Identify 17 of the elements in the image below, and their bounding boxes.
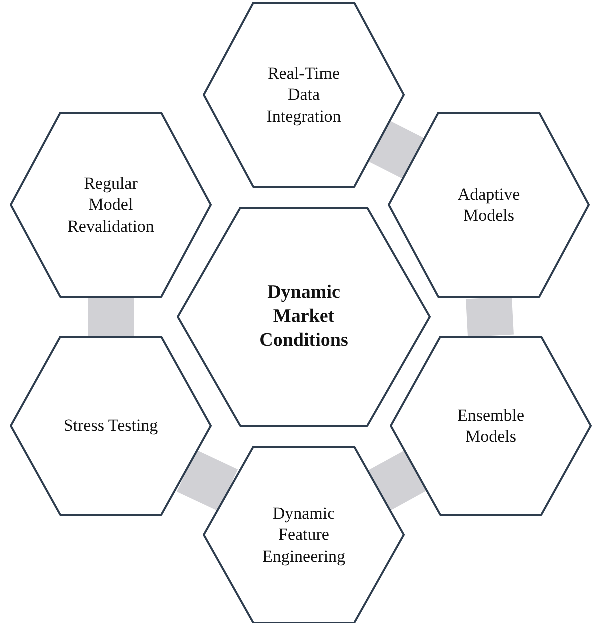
hexagon-node [10, 112, 212, 298]
connector-band [88, 298, 134, 336]
node-label: Dynamic Market Conditions [258, 281, 350, 353]
hexagon-node [177, 207, 431, 427]
hexagon-node [203, 446, 405, 623]
node-label: Stress Testing [63, 415, 159, 437]
node-label: Dynamic Feature Engineering [261, 503, 347, 567]
connector-band [466, 296, 514, 338]
node-label: Adaptive Models [456, 184, 522, 226]
hexagon-node [390, 336, 592, 516]
node-label: Ensemble Models [456, 404, 526, 448]
hexagon-node [10, 336, 212, 516]
hexagon-node [388, 112, 590, 298]
node-label: Regular Model Revalidation [66, 173, 156, 237]
connector-band [368, 450, 426, 511]
hexagon-node [203, 2, 405, 188]
node-label: Real-Time Data Integration [266, 63, 342, 127]
